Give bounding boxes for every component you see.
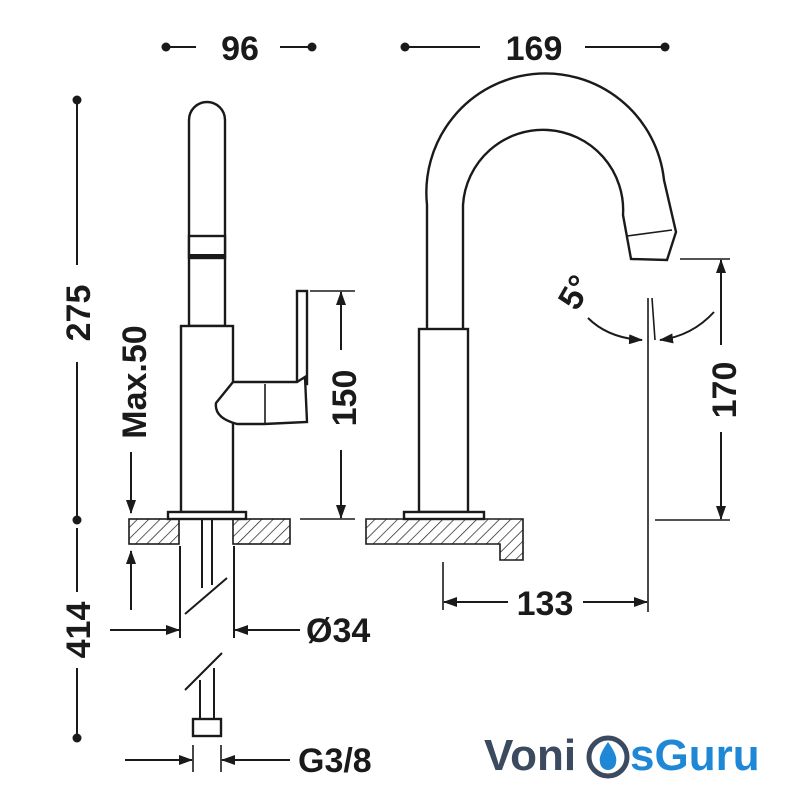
dim-width-side: 96: [161, 30, 317, 68]
dim-275-label: 275: [60, 285, 98, 342]
dim-96-label: 96: [221, 30, 259, 68]
countertop-right: [365, 518, 524, 561]
dim-133-label: 133: [517, 585, 574, 623]
dim-169-label: 169: [506, 30, 563, 68]
dim-150-label: 150: [326, 370, 364, 427]
logo-text-part1: Voni: [484, 731, 576, 780]
dim-thread: G3/8: [125, 742, 372, 780]
dim-170-label: 170: [706, 362, 744, 419]
dim-diameter: Ø34: [110, 612, 370, 650]
countertop-left: [128, 518, 291, 545]
dim-thread-label: G3/8: [298, 742, 372, 780]
dim-height-total: 275: [60, 95, 98, 525]
logo-text-part2: sGuru: [630, 731, 760, 780]
dim-handle-height: 150: [300, 290, 364, 520]
dim-spout-height: 170: [655, 258, 744, 521]
dim-angle-label: 5°: [551, 269, 600, 316]
side-view-faucet: [166, 100, 309, 521]
dim-spout-reach: 133: [442, 358, 649, 623]
dim-diameter-label: Ø34: [306, 612, 370, 650]
front-view-faucet: [402, 72, 678, 521]
dim-max-deck: Max.50: [116, 325, 154, 610]
water-drop-icon: [586, 735, 630, 779]
dim-414-label: 414: [60, 602, 98, 659]
dim-angle: 5°: [551, 269, 715, 358]
dim-width-front: 169: [400, 30, 670, 68]
dim-max50-label: Max.50: [116, 325, 154, 438]
dim-hose-length: 414: [60, 528, 98, 743]
brand-logo: Voni sGuru: [484, 731, 760, 780]
supply-hose: [179, 520, 235, 738]
